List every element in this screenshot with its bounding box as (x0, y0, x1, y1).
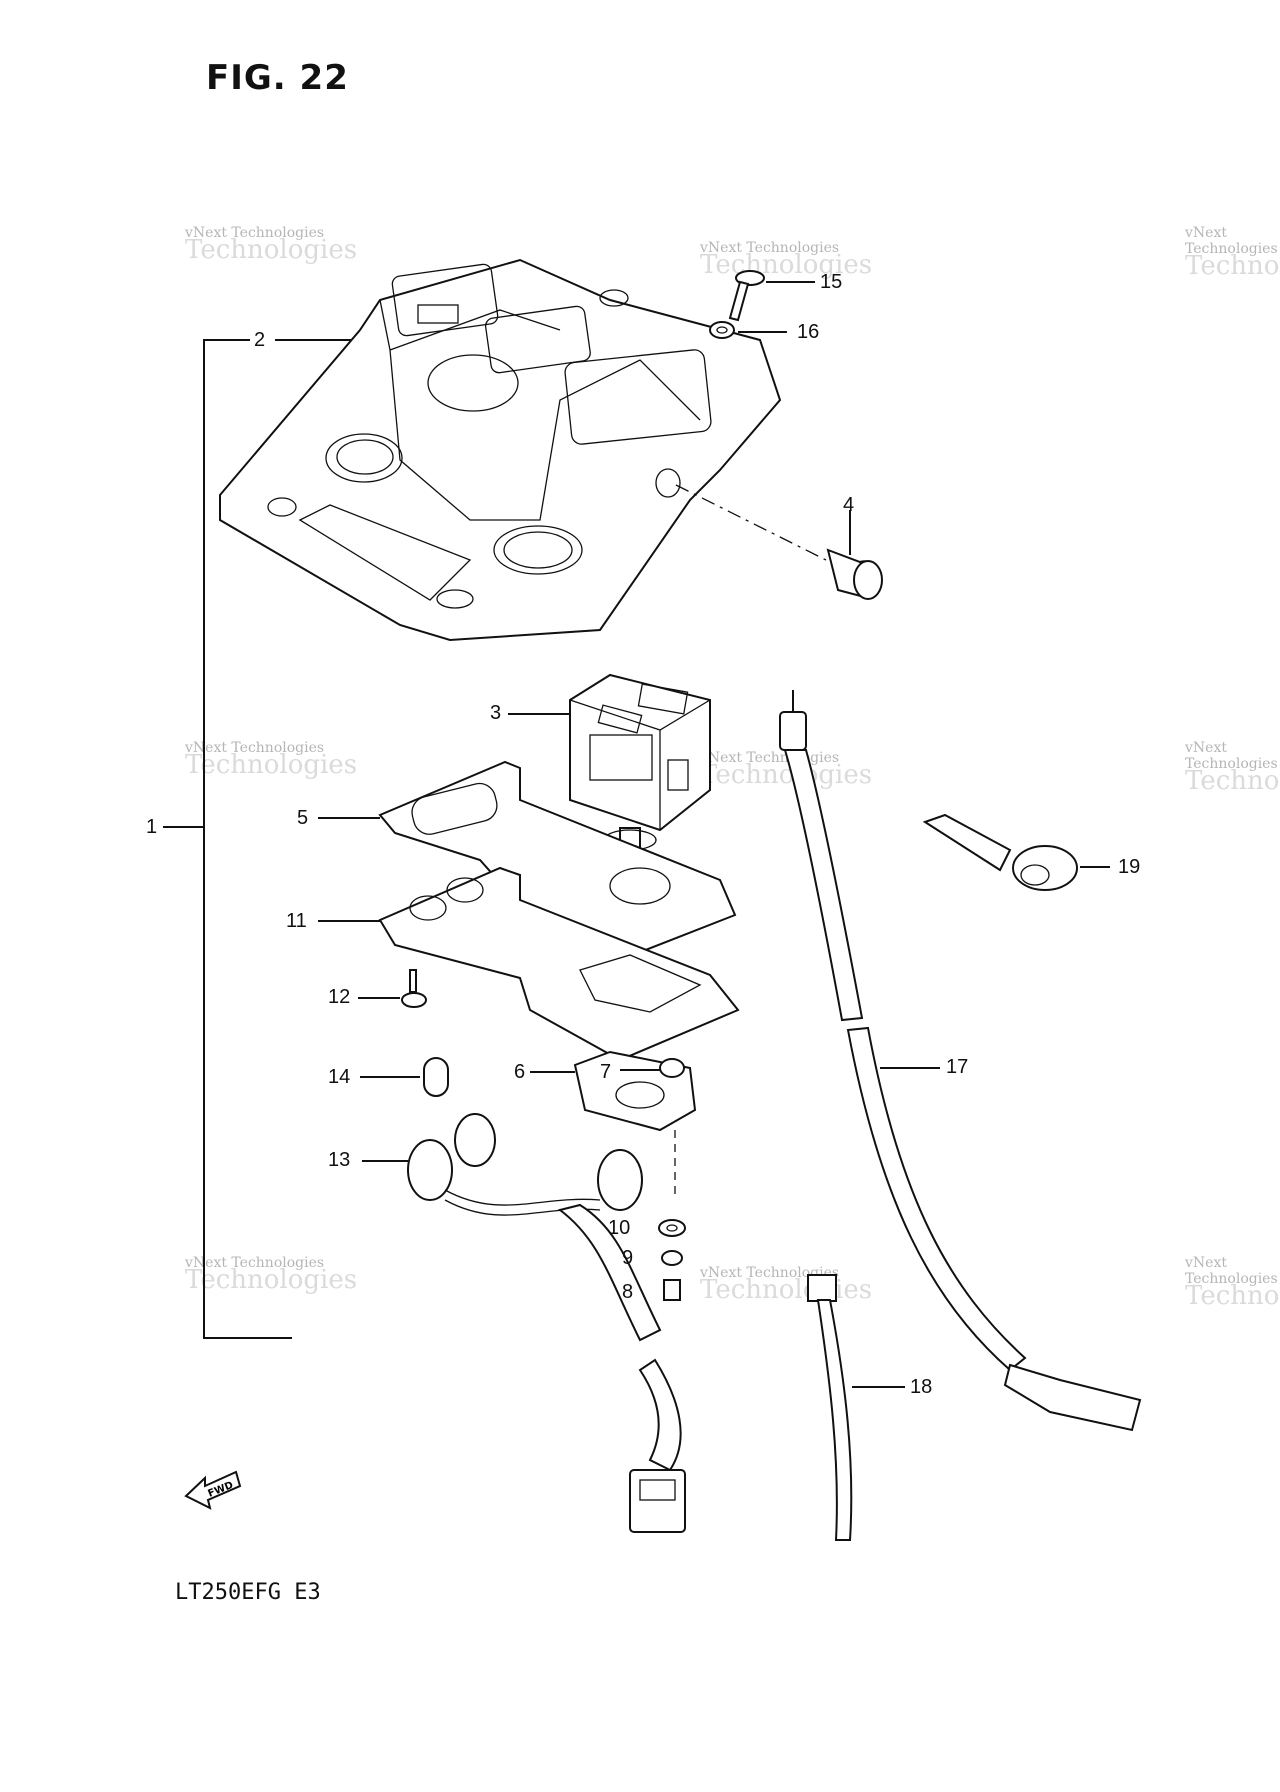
screw-12 (358, 969, 427, 1008)
callout-18: 18 (910, 1376, 933, 1398)
callout-13: 13 (328, 1149, 351, 1171)
screw-15 (728, 270, 815, 322)
plate-6 (530, 1050, 697, 1195)
callout-1: 1 (146, 816, 158, 838)
bulb-14 (360, 1057, 449, 1097)
assembly-bracket (163, 339, 352, 1339)
callout-8: 8 (622, 1281, 634, 1303)
washer-10 (658, 1219, 686, 1237)
socket-harness-13 (362, 1113, 662, 1342)
callout-4: 4 (843, 494, 855, 516)
connector-lead (629, 1358, 686, 1533)
cable-tie-18 (807, 1274, 905, 1541)
reset-knob (675, 484, 883, 600)
washer-16 (709, 321, 787, 339)
washer-9 (661, 1250, 683, 1266)
meter-unit (508, 673, 711, 851)
callout-12: 12 (328, 986, 351, 1008)
callout-17: 17 (946, 1056, 969, 1078)
callout-11: 11 (286, 910, 307, 932)
callout-2: 2 (254, 329, 266, 351)
fwd-arrow-icon: FWD (184, 1470, 242, 1510)
callout-16: 16 (797, 321, 820, 343)
callout-19: 19 (1118, 856, 1141, 878)
clamp-19 (922, 813, 1110, 891)
callout-6: 6 (514, 1061, 526, 1083)
callout-7: 7 (600, 1061, 612, 1083)
callout-10: 10 (608, 1217, 631, 1239)
gasket-11 (318, 866, 740, 1062)
speedometer-cable-17 (779, 690, 1142, 1432)
model-code: LT250EFG E3 (175, 1580, 321, 1605)
screw-8 (663, 1279, 681, 1301)
callout-9: 9 (622, 1247, 634, 1269)
callout-15: 15 (820, 271, 843, 293)
meter-case (219, 258, 782, 642)
figure-title: FIG. 22 (206, 58, 349, 98)
callout-14: 14 (328, 1066, 351, 1088)
callout-5: 5 (297, 807, 309, 829)
callout-3: 3 (490, 702, 502, 724)
plate-5 (318, 760, 737, 962)
